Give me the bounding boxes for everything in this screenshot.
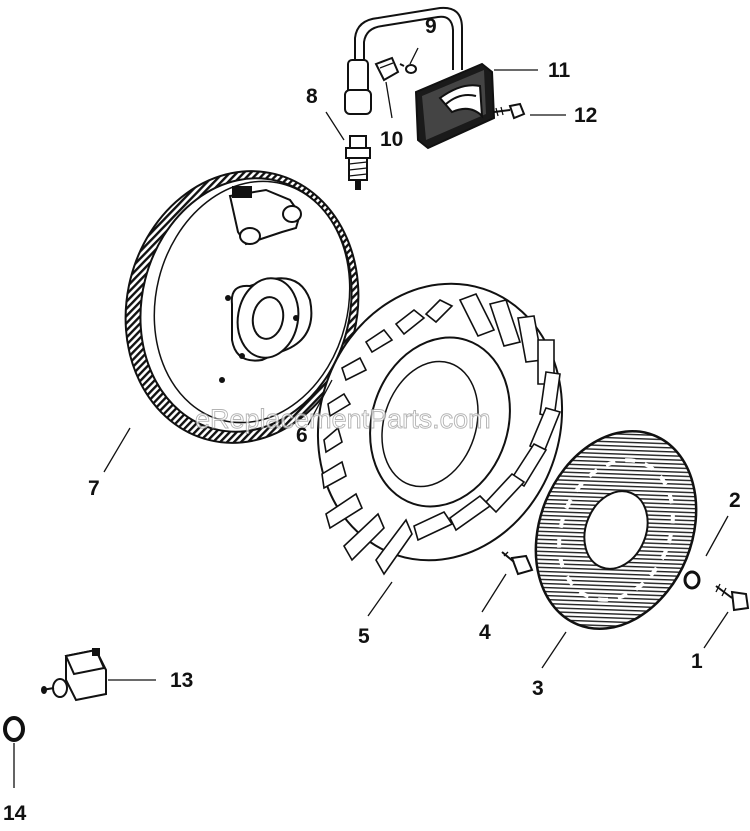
callout-2: 2 — [729, 489, 741, 512]
callout-labels: 1 2 3 4 5 6 7 8 9 10 11 12 13 14 — [3, 15, 741, 825]
spark-plug — [345, 135, 371, 190]
ignition-module — [414, 62, 496, 150]
callout-8: 8 — [306, 85, 318, 108]
callout-9: 9 — [425, 15, 437, 38]
washer — [683, 570, 701, 590]
callout-5: 5 — [358, 625, 370, 648]
kill-switch — [41, 648, 107, 702]
grass-screen — [534, 429, 698, 631]
callout-3: 3 — [532, 677, 544, 700]
callout-13: 13 — [170, 669, 193, 692]
callout-4: 4 — [479, 621, 491, 644]
fan-bolt — [501, 551, 534, 576]
leader-lines — [13, 47, 729, 788]
module-screw — [493, 102, 526, 120]
callout-1: 1 — [691, 650, 703, 673]
spark-plug-boot — [344, 59, 372, 115]
callout-10: 10 — [380, 128, 403, 151]
callout-14: 14 — [3, 802, 27, 825]
switch-nut — [3, 716, 25, 742]
screen-screw — [715, 583, 750, 612]
watermark-text: eReplacementParts.com — [195, 404, 491, 434]
ignition-wire — [354, 6, 463, 70]
cooling-fan — [316, 282, 564, 576]
callout-6: 6 — [296, 424, 308, 447]
callout-11: 11 — [548, 59, 571, 82]
callout-12: 12 — [574, 104, 597, 127]
clip-screw — [399, 63, 417, 74]
flywheel — [124, 170, 360, 444]
callout-7: 7 — [88, 477, 100, 500]
wire-clip — [374, 56, 400, 82]
